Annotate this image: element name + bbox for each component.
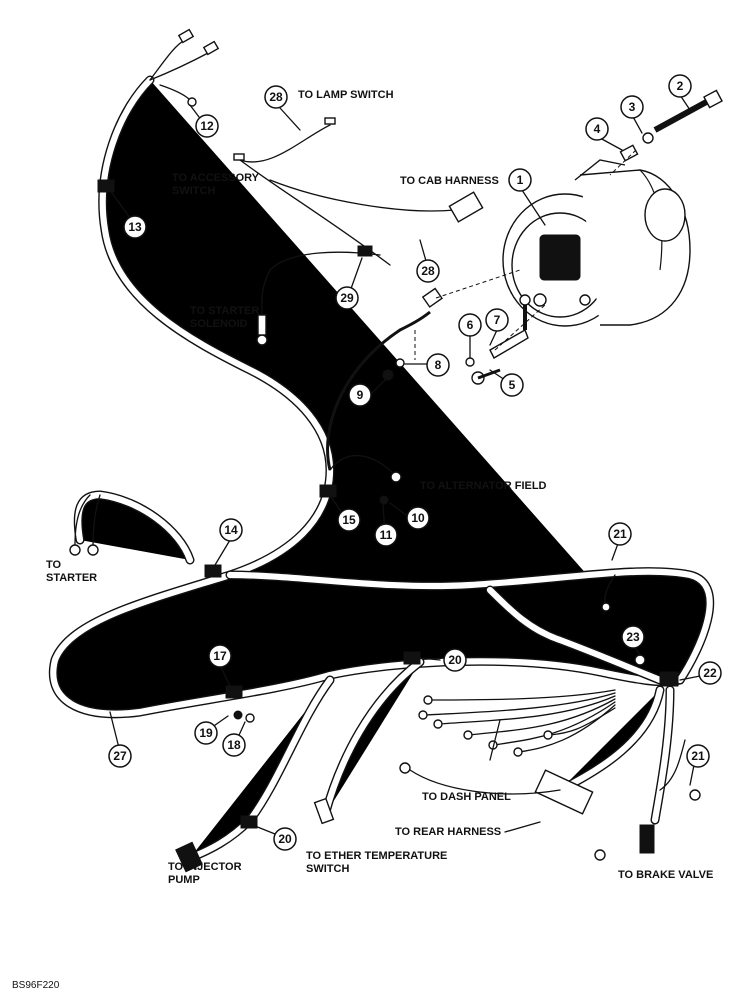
svg-text:1: 1 <box>517 173 524 187</box>
svg-text:15: 15 <box>342 513 356 527</box>
callout-6: 6 <box>458 313 482 337</box>
svg-text:8: 8 <box>435 358 442 372</box>
label-rear-harness: TO REAR HARNESS <box>395 826 501 838</box>
svg-text:28: 28 <box>421 264 435 278</box>
callout-8: 8 <box>426 353 450 377</box>
label-starter-solenoid-2: SOLENOID <box>190 318 248 330</box>
label-brake-valve: TO BRAKE VALVE <box>618 869 713 881</box>
callout-23: 23 <box>621 625 645 649</box>
svg-text:21: 21 <box>691 749 705 763</box>
svg-text:5: 5 <box>509 378 516 392</box>
callout-21b: 21 <box>686 744 710 768</box>
svg-text:21: 21 <box>613 527 627 541</box>
label-ether-2: SWITCH <box>306 863 349 875</box>
callout-17: 17 <box>208 644 232 668</box>
svg-text:9: 9 <box>357 388 364 402</box>
callout-28b: 28 <box>416 259 440 283</box>
svg-text:22: 22 <box>703 666 717 680</box>
callout-18: 18 <box>222 733 246 757</box>
svg-text:3: 3 <box>629 100 636 114</box>
label-injector-2: PUMP <box>168 874 200 886</box>
callout-11: 11 <box>374 523 398 547</box>
callout-21a: 21 <box>608 522 632 546</box>
svg-text:12: 12 <box>200 119 214 133</box>
callout-20a: 20 <box>443 648 467 672</box>
callout-29: 29 <box>335 286 359 310</box>
callout-1: 1 <box>508 168 532 192</box>
svg-text:13: 13 <box>128 220 142 234</box>
label-starter-1: TO <box>46 559 62 571</box>
svg-text:10: 10 <box>411 511 425 525</box>
callout-5: 5 <box>500 373 524 397</box>
callout-10: 10 <box>406 506 430 530</box>
label-alternator-field: TO ALTERNATOR FIELD <box>420 480 547 492</box>
label-starter-2: STARTER <box>46 572 97 584</box>
svg-text:7: 7 <box>494 313 501 327</box>
label-injector-1: TO INJECTOR <box>168 861 242 873</box>
callout-27: 27 <box>108 744 132 768</box>
svg-text:17: 17 <box>213 649 227 663</box>
callout-4: 4 <box>585 117 609 141</box>
callout-20b: 20 <box>273 827 297 851</box>
svg-text:11: 11 <box>380 528 393 542</box>
label-cab-harness: TO CAB HARNESS <box>400 175 499 187</box>
svg-text:6: 6 <box>467 318 474 332</box>
figure-code: BS96F220 <box>12 980 60 991</box>
label-ether-1: TO ETHER TEMPERATURE <box>306 850 447 862</box>
label-accessory-switch-1: TO ACCESSORY <box>172 172 260 184</box>
svg-text:14: 14 <box>224 523 238 537</box>
svg-text:19: 19 <box>199 726 213 740</box>
callout-9: 9 <box>348 383 372 407</box>
label-dash-panel: TO DASH PANEL <box>422 791 511 803</box>
svg-text:23: 23 <box>626 630 640 644</box>
callout-12: 12 <box>195 114 219 138</box>
hardware <box>233 89 723 723</box>
callout-2: 2 <box>668 74 692 98</box>
callout-22: 22 <box>698 661 722 685</box>
callout-28a: 28 <box>264 85 288 109</box>
svg-text:18: 18 <box>227 738 241 752</box>
callout-13: 13 <box>123 215 147 239</box>
callout-14: 14 <box>219 518 243 542</box>
svg-text:29: 29 <box>340 291 354 305</box>
svg-text:20: 20 <box>448 653 462 667</box>
callout-15: 15 <box>337 508 361 532</box>
terminals <box>69 28 701 873</box>
svg-text:2: 2 <box>677 79 684 93</box>
alternator <box>502 159 691 327</box>
svg-text:4: 4 <box>594 122 601 136</box>
callout-3: 3 <box>620 95 644 119</box>
label-starter-solenoid-1: TO STARTER <box>190 305 259 317</box>
leader-dashes <box>414 149 637 360</box>
label-lamp-switch: TO LAMP SWITCH <box>298 89 394 101</box>
dash-panel-leads <box>399 689 616 795</box>
svg-text:28: 28 <box>269 90 283 104</box>
label-accessory-switch-2: SWITCH <box>172 185 215 197</box>
svg-text:20: 20 <box>278 832 292 846</box>
callout-7: 7 <box>485 308 509 332</box>
svg-text:27: 27 <box>113 749 127 763</box>
callout-19: 19 <box>194 721 218 745</box>
